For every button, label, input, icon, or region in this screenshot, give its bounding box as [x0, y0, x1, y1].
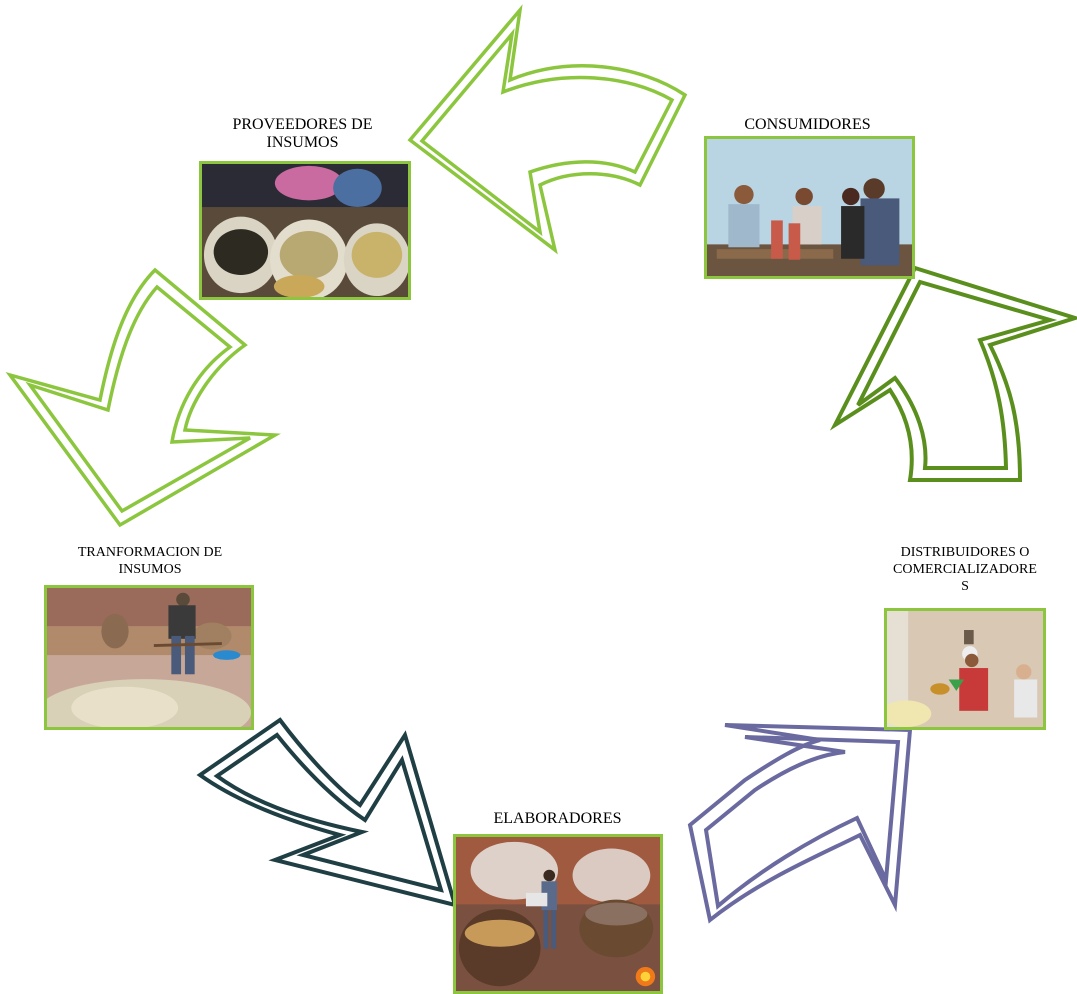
arrow-transformacion-to-elaboradores: [196, 717, 458, 908]
arrow-distribuidores-to-consumidores: [829, 265, 1077, 482]
arrow-proveedores-to-transformacion: [5, 267, 281, 528]
photo-elaboradores: [453, 834, 663, 994]
arrow-consumidores-to-proveedores: [407, 4, 688, 255]
label-consumidores: CONSUMIDORES: [744, 116, 871, 133]
photo-distribuidores: [884, 608, 1046, 730]
photo-consumidores: [704, 136, 915, 279]
photo-transformacion: [44, 585, 254, 730]
label-elaboradores: ELABORADORES: [493, 810, 622, 827]
photo-proveedores: [199, 161, 411, 300]
label-distribuidores: DISTRIBUIDORES O COMERCIALIZADORE S: [893, 545, 1037, 594]
label-proveedores: PROVEEDORES DE INSUMOS: [232, 116, 373, 151]
arrow-elaboradores-to-distribuidores: [687, 723, 913, 924]
label-transformacion: TRANFORMACION DE INSUMOS: [77, 545, 223, 577]
